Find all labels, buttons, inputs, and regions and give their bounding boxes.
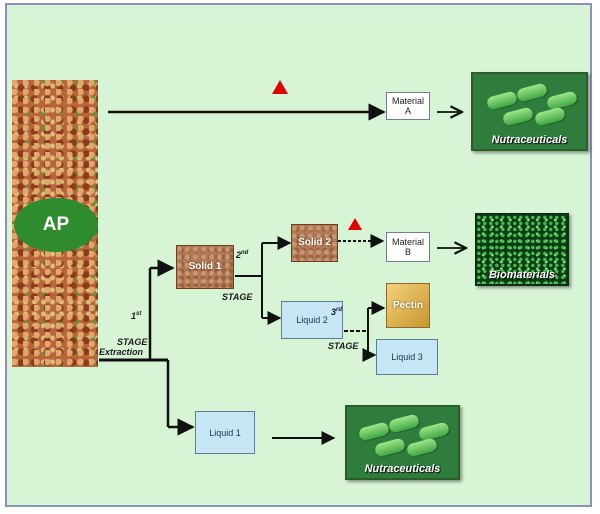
first-stage-operation: Extraction	[99, 347, 144, 357]
solid-2-label: Solid 2	[298, 237, 331, 248]
capsule-icon	[417, 421, 451, 442]
biomaterials-image: Biomaterials	[475, 213, 569, 286]
capsule-icon	[387, 413, 421, 434]
pectin-label: Pectin	[392, 300, 423, 311]
material-b-line2: B	[404, 247, 411, 257]
first-stage-word: STAGE	[117, 337, 148, 347]
third-stage-word: STAGE	[328, 341, 359, 351]
capsule-icon	[545, 90, 579, 111]
nutraceuticals-bottom-label: Nutraceuticals	[364, 463, 441, 475]
liquid-3-label: Liquid 3	[391, 352, 423, 362]
second-stage-number: 2nd	[236, 250, 249, 260]
solid-1-box: Solid 1	[176, 245, 234, 289]
third-stage-number: 3rd	[331, 307, 343, 317]
capsule-icon	[501, 106, 535, 127]
liquid-1-label: Liquid 1	[209, 427, 241, 438]
liquid-2-box: Liquid 2	[281, 301, 343, 339]
nutraceuticals-bottom-image: Nutraceuticals	[345, 405, 460, 480]
material-b-box: Material B	[386, 232, 430, 262]
material-a-line2: A	[404, 106, 411, 116]
liquid-3-box: Liquid 3	[376, 339, 438, 375]
material-a-line1: Material	[391, 96, 424, 106]
biomaterials-label: Biomaterials	[488, 269, 556, 281]
capsule-icon	[405, 437, 439, 458]
capsule-icon	[485, 90, 519, 111]
material-b-line1: Material	[391, 237, 424, 247]
first-stage-number: 1st	[131, 311, 142, 321]
second-stage-word: STAGE	[222, 292, 253, 302]
nutraceuticals-top-label: Nutraceuticals	[491, 134, 568, 146]
red-triangle-icon-solid-2	[348, 218, 362, 230]
nutraceuticals-top-image: Nutraceuticals	[471, 72, 588, 151]
liquid-2-label: Liquid 2	[296, 315, 328, 325]
material-a-box: Material A	[386, 92, 430, 120]
capsule-icon	[357, 421, 391, 442]
capsule-icon	[533, 106, 567, 127]
capsule-icon	[515, 82, 549, 103]
ap-node: AP	[14, 198, 98, 252]
solid-2-box: Solid 2	[291, 224, 338, 262]
ap-label: AP	[42, 214, 70, 235]
liquid-1-box: Liquid 1	[195, 411, 255, 454]
solid-1-label: Solid 1	[188, 261, 222, 272]
red-triangle-icon-top	[272, 80, 288, 94]
pectin-box: Pectin	[386, 283, 430, 328]
capsule-icon	[373, 437, 407, 458]
